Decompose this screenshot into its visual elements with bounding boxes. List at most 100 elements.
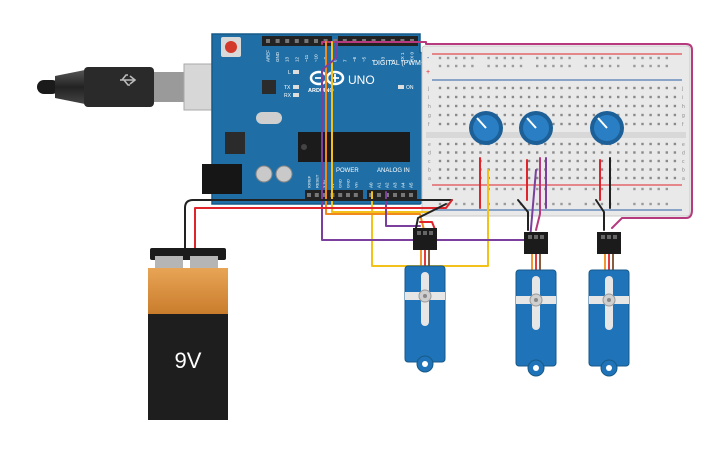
rail-hole xyxy=(519,64,523,68)
digital-pin-label: RX 0 xyxy=(410,51,415,62)
breadboard-hole xyxy=(446,151,450,154)
breadboard-hole xyxy=(617,113,620,117)
breadboard-hole xyxy=(633,142,636,146)
breadboard-hole xyxy=(519,86,523,90)
wire-red-vin xyxy=(194,199,453,249)
breadboard-hole xyxy=(625,95,628,99)
rail-hole xyxy=(560,64,563,68)
breadboard-hole xyxy=(584,176,587,180)
breadboard-hole xyxy=(471,168,474,171)
rail-hole xyxy=(568,56,571,60)
digital-pin-label: 7 xyxy=(342,59,347,62)
rail-hole xyxy=(552,56,555,60)
potentiometer-1[interactable] xyxy=(469,111,503,145)
row-letter: j xyxy=(427,86,429,92)
breadboard-hole xyxy=(568,168,571,171)
breadboard-hole xyxy=(471,113,474,117)
servo-motor-2 xyxy=(515,232,557,377)
breadboard-hole xyxy=(673,122,677,126)
breadboard-hole xyxy=(584,104,587,108)
rail-hole xyxy=(455,56,458,60)
wire-black-servo2 xyxy=(517,199,529,231)
row-letter: h xyxy=(428,104,431,110)
rail-hole xyxy=(649,202,652,206)
breadboard-hole xyxy=(552,151,555,154)
rail-hole xyxy=(617,64,620,68)
breadboard-hole xyxy=(576,142,579,146)
breadboard-hole xyxy=(641,142,644,146)
digital-pin-label: ~3 xyxy=(381,56,386,62)
led-label-on: ON xyxy=(406,85,414,91)
breadboard-hole xyxy=(633,176,636,180)
breadboard-hole xyxy=(625,142,628,146)
breadboard-hole xyxy=(568,113,571,117)
analog-pin-label: A5 xyxy=(409,182,414,188)
breadboard-hole xyxy=(511,168,515,171)
row-letter: e xyxy=(428,142,431,148)
rail-hole xyxy=(657,187,660,191)
breadboard-hole xyxy=(625,104,628,108)
potentiometer-2[interactable] xyxy=(519,111,553,145)
breadboard-hole xyxy=(527,176,531,180)
usb-symbol-icon xyxy=(120,74,137,86)
breadboard-hole xyxy=(455,95,458,99)
rail-hole xyxy=(487,64,490,68)
breadboard-hole xyxy=(657,122,660,126)
breadboard-hole xyxy=(471,104,474,108)
breadboard-hole xyxy=(471,95,474,99)
header-hole xyxy=(353,193,358,197)
power-pin-label: GND xyxy=(346,179,351,188)
rail-hole xyxy=(617,202,620,206)
breadboard-hole xyxy=(519,176,523,180)
breadboard-hole xyxy=(560,151,563,154)
rail-hole xyxy=(503,56,506,60)
rail-hole xyxy=(471,202,474,206)
breadboard-hole xyxy=(649,86,652,90)
breadboard-hole xyxy=(633,86,636,90)
breadboard-hole xyxy=(633,104,636,108)
battery-9v: 9V xyxy=(148,248,228,420)
header-hole xyxy=(393,193,397,197)
breadboard-hole xyxy=(600,86,604,90)
header-hole xyxy=(401,193,405,197)
usb-chip xyxy=(262,80,276,94)
breadboard-hole xyxy=(446,159,450,163)
breadboard-hole xyxy=(455,86,458,90)
breadboard-hole xyxy=(633,122,636,126)
breadboard-hole xyxy=(600,95,604,99)
rail-hole xyxy=(446,56,450,60)
row-letter: h xyxy=(682,104,685,110)
breadboard-hole xyxy=(617,176,620,180)
digital-header-label: DIGITAL (PWM~) xyxy=(373,60,427,67)
header-hole xyxy=(285,39,290,43)
breadboard-hole xyxy=(471,159,474,163)
digital-pin-label: ~5 xyxy=(362,56,367,62)
breadboard-hole xyxy=(617,151,620,154)
breadboard-hole xyxy=(471,86,474,90)
rail-hole xyxy=(552,64,555,68)
rail-hole xyxy=(608,64,612,68)
breadboard-hole xyxy=(576,113,579,117)
header-hole xyxy=(314,39,318,43)
breadboard-hole xyxy=(527,142,531,146)
breadboard-hole xyxy=(438,151,442,154)
rail-hole xyxy=(641,56,644,60)
rail-hole xyxy=(536,56,539,60)
rail-hole xyxy=(503,64,506,68)
row-letter: f xyxy=(682,122,684,128)
digital-pin-label: ~10 xyxy=(314,54,319,62)
breadboard-hole xyxy=(552,86,555,90)
breadboard-hole xyxy=(503,168,506,171)
breadboard-hole xyxy=(536,95,539,99)
digital-pin-label: TX 1 xyxy=(400,52,405,62)
breadboard-hole xyxy=(641,159,644,163)
rail-hole xyxy=(471,56,474,60)
header-hole xyxy=(266,39,270,43)
breadboard-hole xyxy=(649,104,652,108)
rail-hole xyxy=(495,64,498,68)
power-pin-label: 3.3V xyxy=(322,179,327,188)
potentiometer-3[interactable] xyxy=(590,111,624,145)
header-hole xyxy=(294,39,299,43)
breadboard-hole xyxy=(633,168,636,171)
rail-plus-top: + xyxy=(426,69,430,76)
